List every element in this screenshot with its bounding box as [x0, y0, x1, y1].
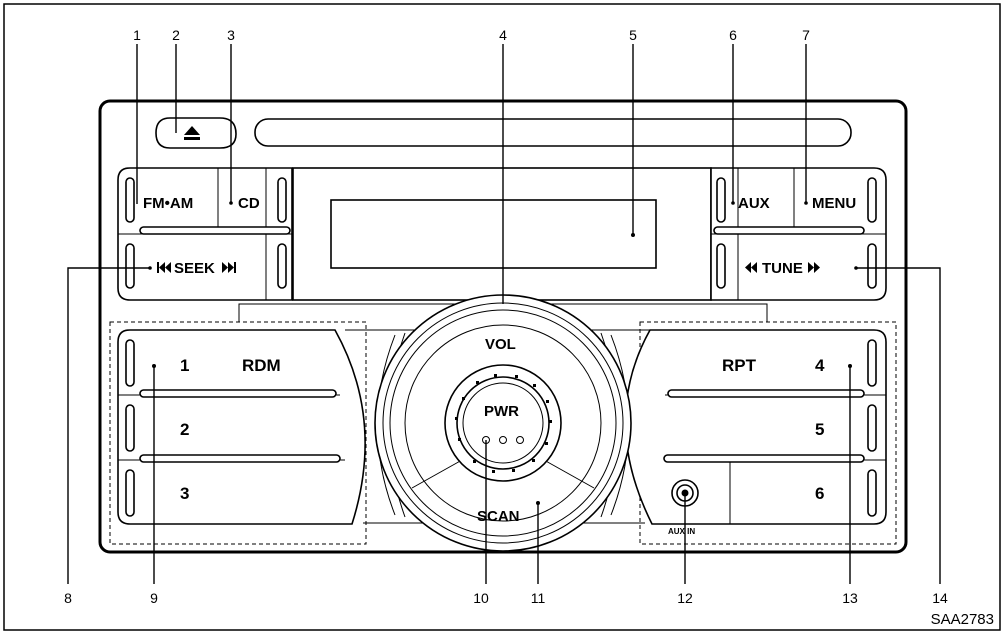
preset-4-label: 4	[815, 356, 825, 375]
right-preset-group	[639, 321, 897, 545]
callout-3: 3	[227, 27, 235, 43]
callout-7: 7	[802, 27, 810, 43]
preset-5-button[interactable]	[666, 399, 864, 453]
callout-5: 5	[629, 27, 637, 43]
preset-5-label: 5	[815, 420, 824, 439]
callout-9: 9	[150, 590, 158, 606]
volume-indicator-dots	[455, 374, 552, 473]
callout-4: 4	[499, 27, 507, 43]
preset-3-button[interactable]	[140, 464, 340, 520]
rpt-label: RPT	[722, 356, 757, 375]
callout-2: 2	[172, 27, 180, 43]
preset-3-label: 3	[180, 484, 189, 503]
cd-label: CD	[238, 195, 260, 212]
preset-6-label: 6	[815, 484, 824, 503]
callout-10: 10	[473, 590, 489, 606]
callout-8: 8	[64, 590, 72, 606]
eject-icon	[184, 126, 200, 140]
preset-2-button[interactable]	[140, 399, 338, 453]
aux-label: AUX	[738, 195, 770, 212]
callout-14: 14	[932, 590, 948, 606]
display-screen	[330, 199, 657, 269]
fast-forward-icon	[808, 262, 820, 273]
vol-label: VOL	[485, 336, 516, 353]
volume-knob[interactable]	[404, 324, 602, 522]
preset-2-label: 2	[180, 420, 189, 439]
callout-1: 1	[133, 27, 141, 43]
pwr-label: PWR	[484, 403, 519, 420]
skip-back-icon	[157, 262, 171, 273]
tune-label: TUNE	[762, 260, 803, 277]
power-button[interactable]	[456, 376, 550, 470]
aux-in-label: AUX IN	[668, 527, 695, 536]
callout-6: 6	[729, 27, 737, 43]
preset-6-button[interactable]	[732, 464, 864, 520]
callout-13: 13	[842, 590, 858, 606]
figure-frame	[3, 3, 1001, 631]
callout-12: 12	[677, 590, 693, 606]
fm-am-label: FM•AM	[143, 195, 193, 212]
seek-label: SEEK	[174, 260, 215, 277]
rdm-label: RDM	[242, 356, 281, 375]
preset-4-button[interactable]	[668, 334, 864, 388]
cd-slot	[254, 118, 852, 147]
menu-label: MENU	[812, 195, 856, 212]
leader-lines	[67, 44, 941, 584]
preset-1-button[interactable]	[140, 334, 336, 388]
left-preset-group	[109, 321, 367, 545]
left-preset-panel	[117, 329, 366, 525]
callout-11: 11	[531, 590, 546, 606]
skip-forward-icon	[222, 262, 236, 273]
reference-code: SAA2783	[931, 611, 994, 628]
rewind-icon	[745, 262, 757, 273]
scan-label: SCAN	[477, 508, 520, 525]
preset-1-label: 1	[180, 356, 189, 375]
right-preset-panel	[624, 329, 887, 525]
